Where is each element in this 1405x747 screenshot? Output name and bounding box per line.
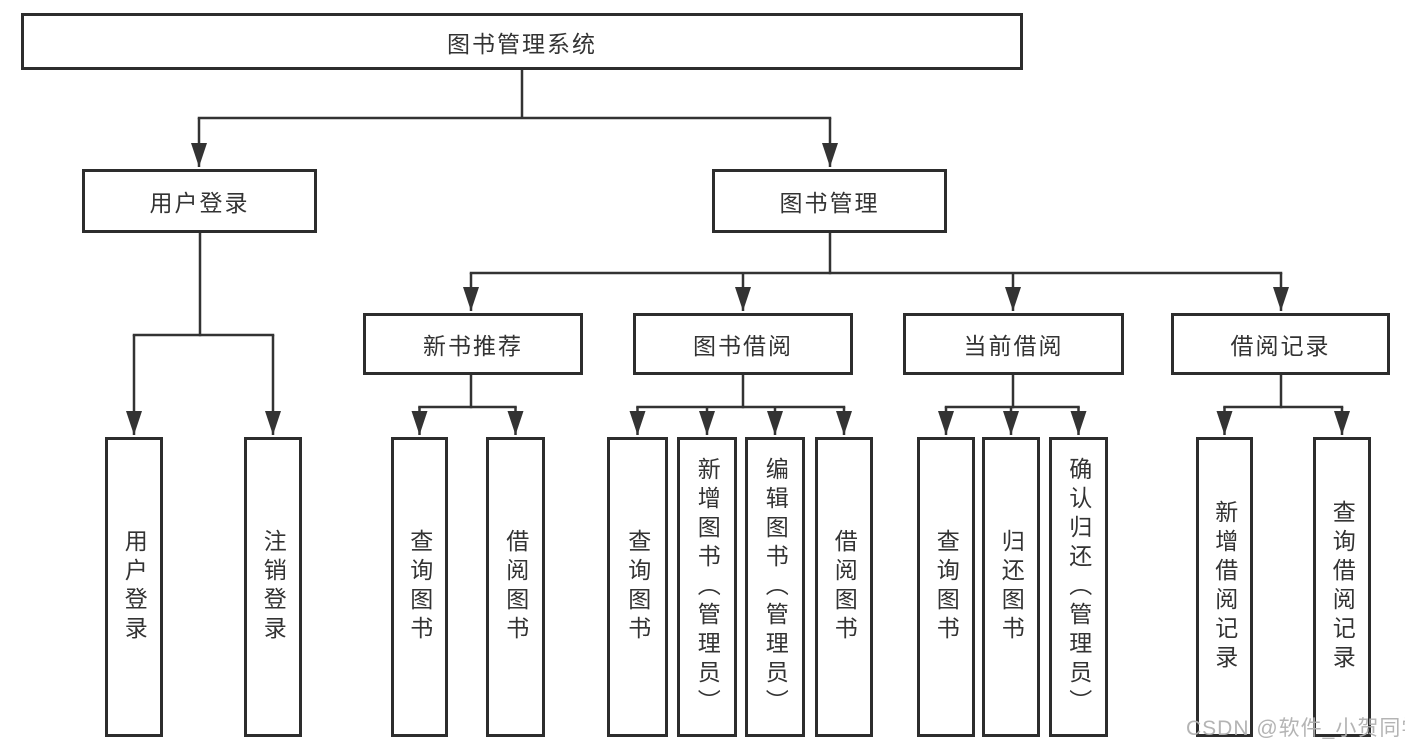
leaf-current-query-books: 查询图书 [917, 437, 975, 737]
node-user-login-label: 用户登录 [149, 190, 250, 216]
node-root-label: 图书管理系统 [447, 30, 597, 57]
leaf-borrow-edit-books-label: 编辑图书（管理员） [762, 456, 789, 718]
leaf-borrow-borrow-books-label: 借阅图书 [831, 529, 858, 645]
leaf-recommend-query-books: 查询图书 [391, 437, 448, 737]
leaf-borrow-borrow-books: 借阅图书 [815, 437, 873, 737]
leaf-current-return-books: 归还图书 [982, 437, 1040, 737]
leaf-current-confirm-return: 确认归还（管理员） [1049, 437, 1108, 737]
leaf-records-query-record: 查询借阅记录 [1313, 437, 1371, 737]
node-new-book-recommend-label: 新书推荐 [423, 333, 523, 359]
node-book-management: 图书管理 [712, 169, 947, 233]
leaf-borrow-edit-books: 编辑图书（管理员） [745, 437, 805, 737]
node-book-management-label: 图书管理 [779, 190, 880, 216]
leaf-current-query-books-label: 查询图书 [933, 529, 960, 645]
leaf-records-query-record-label: 查询借阅记录 [1329, 500, 1356, 674]
leaf-user-login: 用户登录 [105, 437, 163, 737]
leaf-user-login-label: 用户登录 [121, 529, 148, 645]
leaf-current-return-books-label: 归还图书 [998, 529, 1025, 645]
node-user-login: 用户登录 [82, 169, 317, 233]
leaf-recommend-query-books-label: 查询图书 [406, 529, 433, 645]
leaf-borrow-query-books: 查询图书 [607, 437, 668, 737]
node-current-borrow-label: 当前借阅 [963, 333, 1064, 359]
node-book-borrow-label: 图书借阅 [693, 333, 793, 359]
csdn-watermark: CSDN @软件_小贺同学 [1186, 717, 1405, 740]
node-current-borrow: 当前借阅 [903, 313, 1124, 375]
node-new-book-recommend: 新书推荐 [363, 313, 583, 375]
leaf-borrow-query-books-label: 查询图书 [624, 529, 651, 645]
node-borrow-records: 借阅记录 [1171, 313, 1390, 375]
leaf-borrow-add-books: 新增图书（管理员） [677, 437, 737, 737]
leaf-records-add-record-label: 新增借阅记录 [1211, 500, 1238, 674]
leaf-logout-label: 注销登录 [260, 529, 287, 645]
node-root: 图书管理系统 [21, 13, 1023, 70]
node-book-borrow: 图书借阅 [633, 313, 853, 375]
leaf-borrow-add-books-label: 新增图书（管理员） [694, 456, 721, 718]
leaf-records-add-record: 新增借阅记录 [1196, 437, 1253, 737]
leaf-recommend-borrow-books-label: 借阅图书 [502, 529, 529, 645]
leaf-logout: 注销登录 [244, 437, 302, 737]
leaf-current-confirm-return-label: 确认归还（管理员） [1065, 456, 1092, 718]
node-borrow-records-label: 借阅记录 [1230, 333, 1331, 359]
leaf-recommend-borrow-books: 借阅图书 [486, 437, 545, 737]
